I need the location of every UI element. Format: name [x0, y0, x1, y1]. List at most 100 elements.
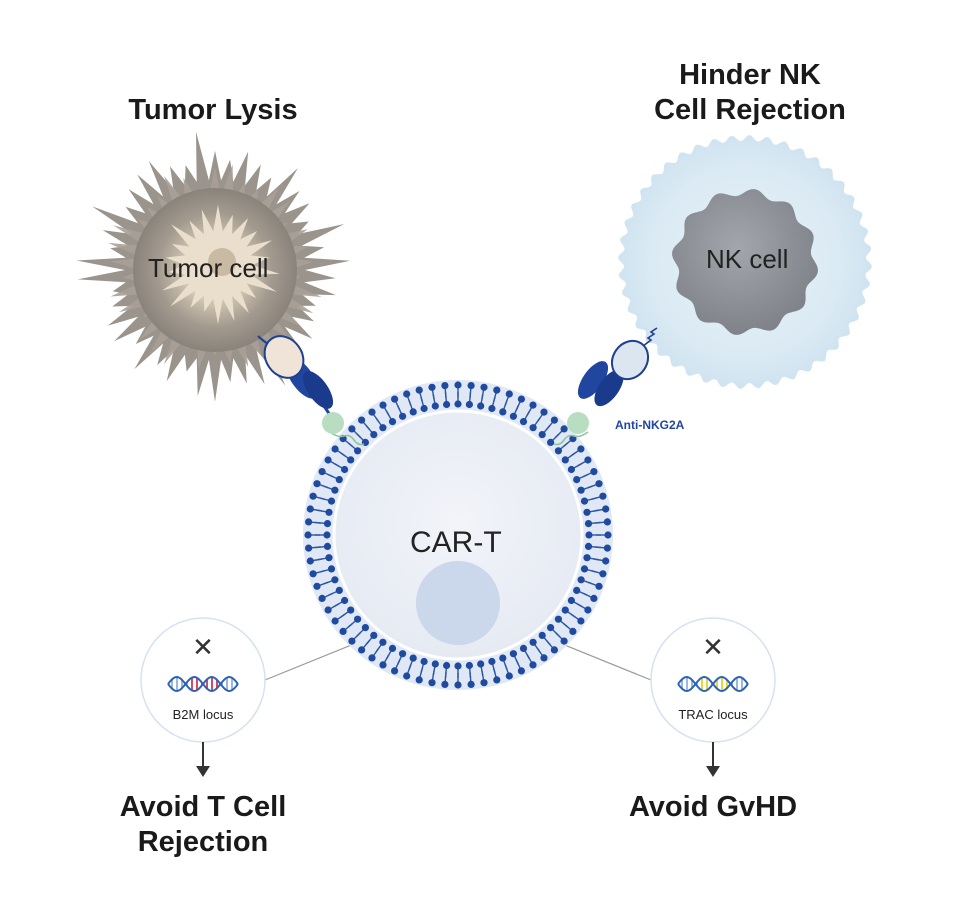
- lipid-head: [361, 624, 369, 632]
- nk-cell: [618, 135, 872, 389]
- lipid-head: [595, 582, 603, 590]
- car-tether-left: [329, 431, 365, 446]
- lipid-head: [488, 657, 496, 666]
- lipid-head: [335, 586, 343, 595]
- car-target-antigen-left: [263, 335, 305, 379]
- lipid-head: [331, 486, 339, 494]
- lipid-head: [567, 596, 576, 605]
- lipid-head: [547, 624, 555, 632]
- lipid-head: [567, 465, 576, 474]
- lipid-head: [602, 505, 610, 513]
- lipid-head: [488, 404, 496, 413]
- anti-nkg2a-receptor: [553, 327, 658, 446]
- lipid-head: [391, 667, 399, 675]
- cart-cell-interior: [332, 409, 584, 661]
- trac-locus-panel: ✕ TRAC locus: [650, 617, 776, 743]
- lipid-head: [358, 416, 366, 424]
- lipid-head: [505, 672, 513, 680]
- lipid-head: [595, 480, 603, 488]
- lipid-head: [493, 676, 501, 684]
- lipid-head: [443, 400, 451, 409]
- lipid-head: [348, 637, 356, 645]
- lipid-head: [538, 431, 546, 439]
- lipid-head: [505, 390, 513, 398]
- lipid-head: [318, 468, 326, 476]
- lipid-head: [341, 596, 349, 605]
- heading-hinder-nk-line2: Cell Rejection: [654, 94, 846, 126]
- trac-arrow: [706, 742, 720, 777]
- lipid-head: [499, 408, 507, 416]
- lipid-head: [584, 606, 592, 614]
- lipid-head: [529, 638, 537, 646]
- car-green-node-left: [322, 412, 344, 434]
- lipid-head: [465, 661, 473, 670]
- lipid-head: [560, 637, 568, 645]
- lipid-head: [590, 594, 598, 603]
- lipid-head: [341, 465, 349, 474]
- lipid-head: [599, 492, 607, 500]
- lipid-head: [454, 400, 462, 408]
- lipid-head: [580, 565, 589, 573]
- lipid-head: [554, 447, 563, 455]
- lipid-head: [577, 486, 585, 494]
- lipid-head: [499, 654, 507, 662]
- lipid-head: [519, 644, 528, 653]
- lipid-head: [554, 615, 563, 623]
- b2m-arrow: [196, 742, 210, 777]
- lipid-head: [305, 544, 313, 552]
- heading-avoid-gvhd: Avoid GvHD: [628, 791, 798, 823]
- lipid-head: [354, 615, 362, 623]
- lipid-head: [517, 667, 526, 675]
- lipid-head: [599, 570, 607, 578]
- lipid-head: [584, 456, 592, 464]
- cart-cell-membrane: [304, 381, 612, 689]
- lipid-head: [477, 402, 485, 410]
- lipid-head: [348, 425, 356, 433]
- lipid-head: [379, 638, 387, 646]
- tumor-cell-nucleus: [208, 248, 236, 276]
- lipid-head: [399, 650, 407, 658]
- lipid-head: [325, 554, 333, 562]
- lipid-head: [540, 654, 548, 662]
- lipid-head: [323, 520, 332, 528]
- lipid-head: [538, 631, 546, 640]
- lipid-head: [323, 531, 331, 539]
- dna-strand: [167, 675, 239, 693]
- car-receptor-left: [257, 335, 365, 446]
- lipid-head: [580, 497, 589, 505]
- lipid-head: [467, 680, 475, 689]
- lipid-head: [304, 531, 312, 539]
- lipid-head: [577, 576, 585, 584]
- lipid-head: [306, 557, 314, 565]
- lipid-head: [584, 520, 593, 528]
- car-domain-b-left: [302, 371, 334, 409]
- dna-strand: [677, 675, 749, 693]
- lipid-head: [441, 680, 449, 689]
- lipid-head: [561, 456, 569, 464]
- lipid-head: [305, 518, 313, 526]
- lipid-head: [529, 424, 537, 432]
- lipid-head: [577, 445, 585, 453]
- lipid-head: [560, 425, 568, 433]
- lipid-head: [347, 606, 355, 614]
- nk-cell-label: NK cell: [706, 244, 789, 274]
- lipid-head: [399, 412, 407, 420]
- lipid-head: [603, 518, 612, 526]
- lipid-head: [493, 386, 501, 394]
- car-antigen-stem-left: [257, 335, 269, 345]
- lipid-head: [590, 468, 598, 476]
- lipid-head: [420, 404, 428, 413]
- cart-cell-nucleus: [416, 561, 500, 645]
- lipid-head: [379, 661, 387, 669]
- lipid-head: [370, 431, 378, 439]
- lipid-head: [335, 476, 343, 484]
- lipid-head: [550, 646, 559, 654]
- lipid-head: [415, 676, 423, 684]
- lipid-head: [509, 650, 517, 658]
- lipid-head: [465, 400, 473, 409]
- lipid-head: [602, 557, 610, 565]
- lipid-head: [347, 456, 355, 464]
- trac-locus-label: TRAC locus: [678, 707, 748, 722]
- lipid-head: [324, 606, 332, 614]
- lipid-head: [428, 383, 436, 391]
